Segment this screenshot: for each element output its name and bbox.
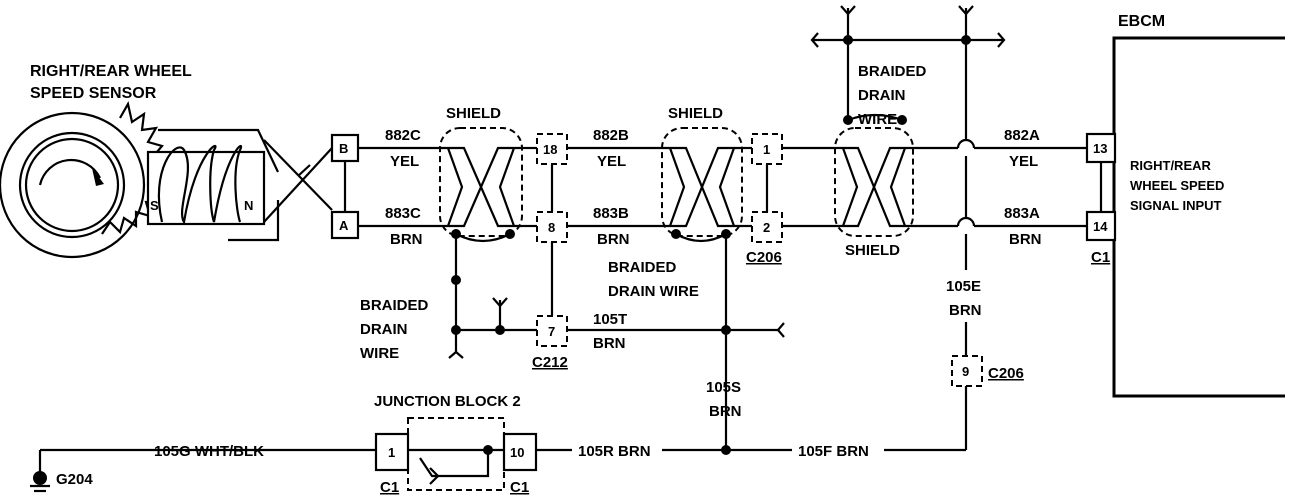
rotation-arrow <box>38 158 101 186</box>
wire-882b-color: YEL <box>597 153 626 170</box>
c212-label: C212 <box>532 354 568 371</box>
ebcm-title: EBCM <box>1118 13 1165 30</box>
wire-105e-color: BRN <box>949 302 982 319</box>
wire-883c-color: BRN <box>390 231 423 248</box>
sensor-title-line1: RIGHT/REAR WHEEL <box>30 63 192 80</box>
drain-left-line2: DRAIN <box>360 321 408 338</box>
wheel-speed-sensor: RIGHT/REAR WHEEL SPEED SENSOR S N <box>0 63 333 259</box>
wire-882c-id: 882C <box>385 127 421 144</box>
sensor-body <box>146 150 266 226</box>
shield-2-label: SHIELD <box>668 105 723 122</box>
drain-left-line1: BRAIDED <box>360 297 429 314</box>
wire-883a-id: 883A <box>1004 205 1040 222</box>
c212-pin-8: 8 <box>548 220 555 235</box>
sensor-coil <box>157 144 243 225</box>
rotation-arrow-head <box>92 168 104 186</box>
ebcm-module: EBCM 13 14 C1 RIGHT/REAR WHEEL SPEED SIG… <box>1085 13 1285 398</box>
sensor-pin-s: S <box>150 198 159 213</box>
wire-105e-id: 105E <box>946 278 981 295</box>
wire-882b-id: 882B <box>593 127 629 144</box>
signal-wires <box>358 138 1087 228</box>
junction-conn-right: C1 <box>510 479 529 496</box>
wire-882a-id: 882A <box>1004 127 1040 144</box>
drain-left-line3: WIRE <box>360 345 399 362</box>
sensor-twisted-leads <box>263 139 333 223</box>
tone-wheel-inner <box>18 131 126 239</box>
shield-1-label: SHIELD <box>446 105 501 122</box>
junction-pin-10: 10 <box>510 445 524 460</box>
sensor-housing <box>158 128 280 242</box>
shield-2-outline <box>661 127 743 237</box>
c206-label-2: C206 <box>988 365 1024 382</box>
c212-pin-7: 7 <box>548 324 555 339</box>
drain-right-line3: WIRE <box>858 111 897 128</box>
shield-3: SHIELD BRAIDED DRAIN WIRE <box>834 40 927 259</box>
ground-label: G204 <box>56 471 93 488</box>
wire-105s-color: BRN <box>709 403 742 420</box>
drain-wire-left: BRAIDED DRAIN WIRE <box>360 234 537 362</box>
c212-pin-18: 18 <box>543 142 557 157</box>
drain-mid-line2: DRAIN WIRE <box>608 283 699 300</box>
wire-105r: 105R BRN <box>578 443 651 460</box>
wire-105f: 105F BRN <box>798 443 869 460</box>
c206-pin9-connector: 9 C206 <box>951 355 1024 450</box>
c212-connector: 18 8 7 C212 <box>532 133 778 371</box>
wire-105s-id: 105S <box>706 379 741 396</box>
shield-3-label: SHIELD <box>845 242 900 259</box>
tone-wheel-outer <box>0 111 146 259</box>
drain-bus-top: 105E BRN <box>810 5 1006 356</box>
ebcm-pin-14: 14 <box>1093 219 1108 234</box>
connector-pin-a: A <box>339 218 349 233</box>
junction-title: JUNCTION BLOCK 2 <box>374 393 521 410</box>
c206-pin-2: 2 <box>763 220 770 235</box>
tone-wheel-hub <box>24 137 120 233</box>
sensor-leads <box>297 164 311 177</box>
junction-block: JUNCTION BLOCK 2 1 10 C1 C1 <box>374 393 538 496</box>
drain-mid-line1: BRAIDED <box>608 259 677 276</box>
ebcm-input-line1: RIGHT/REAR <box>1130 158 1212 173</box>
shield-2: SHIELD <box>661 105 743 243</box>
wire-105t-id: 105T <box>593 311 627 328</box>
drain-wire-mid: BRAIDED DRAIN WIRE 105S BRN <box>608 234 785 450</box>
ebcm-input-line2: WHEEL SPEED <box>1130 178 1224 193</box>
drain-right-line1: BRAIDED <box>858 63 927 80</box>
c206-pin-9: 9 <box>962 364 969 379</box>
wire-883a-color: BRN <box>1009 231 1042 248</box>
shield-3-outline <box>834 127 914 237</box>
wire-882c-color: YEL <box>390 153 419 170</box>
ebcm-input-line3: SIGNAL INPUT <box>1130 198 1222 213</box>
c206-connector: 1 2 C206 <box>746 133 783 266</box>
wire-882a-color: YEL <box>1009 153 1038 170</box>
wire-105t-color: BRN <box>593 335 626 352</box>
junction-conn-left: C1 <box>380 479 399 496</box>
sensor-connector: B A <box>330 133 360 240</box>
wire-883b-color: BRN <box>597 231 630 248</box>
c206-label: C206 <box>746 249 782 266</box>
drain-right-line2: DRAIN <box>858 87 906 104</box>
ebcm-outline <box>1112 36 1285 398</box>
ebcm-pin-13: 13 <box>1093 141 1107 156</box>
ebcm-connector: C1 <box>1091 249 1110 266</box>
wire-883c-id: 883C <box>385 205 421 222</box>
junction-pin-1: 1 <box>388 445 395 460</box>
connector-pin-b: B <box>339 141 348 156</box>
ground-circuit: G204 105G WHT/BLK 105R BRN 105F BRN <box>30 440 966 493</box>
c206-pin-1: 1 <box>763 142 770 157</box>
sensor-title-line2: SPEED SENSOR <box>30 85 157 102</box>
wire-883b-id: 883B <box>593 205 629 222</box>
sensor-pin-n: N <box>244 198 253 213</box>
wire-105g: 105G WHT/BLK <box>154 443 264 460</box>
shield-1-outline <box>439 127 523 237</box>
shield-1: SHIELD <box>439 105 523 243</box>
